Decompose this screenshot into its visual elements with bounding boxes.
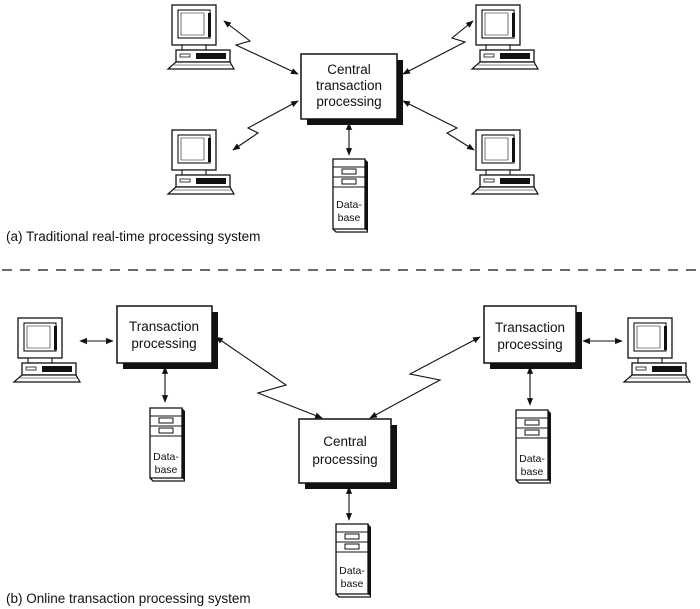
right-box-line1: Transaction [495, 320, 565, 335]
central-database-line1: Data- [339, 565, 365, 577]
central-processing-box: Central processing [298, 418, 397, 489]
computer-terminal-icon [167, 4, 235, 70]
link-top-left [223, 20, 299, 75]
left-box-line2: processing [131, 336, 196, 351]
central-transaction-processing-box: Central transaction processing [300, 53, 403, 125]
left-transaction-processing-box: Transaction processing [116, 305, 218, 369]
caption-b: (b) Online transaction processing system [6, 591, 251, 606]
database-icon: Data- base [515, 409, 552, 484]
database-icon: Data- base [335, 523, 372, 598]
database-icon: Data- base [332, 158, 369, 233]
right-database-line1: Data- [519, 453, 545, 465]
central-database-line2: base [341, 578, 364, 590]
computer-terminal-icon [471, 4, 539, 70]
computer-terminal-icon [471, 129, 539, 195]
central-box-line2: transaction [316, 78, 382, 93]
computer-terminal-icon [13, 317, 81, 383]
computer-terminal-icon [623, 317, 691, 383]
central-box-line3: processing [316, 94, 381, 109]
right-box-line2: processing [497, 337, 562, 352]
database-label-line1: Data- [336, 199, 362, 211]
link-left-to-central [215, 336, 323, 419]
central-box-line1: Central [327, 62, 371, 77]
right-database-line2: base [521, 466, 544, 478]
database-icon: Data- base [149, 407, 186, 482]
caption-a: (a) Traditional real-time processing sys… [6, 229, 260, 244]
computer-terminal-icon [167, 129, 235, 195]
left-database-line2: base [155, 464, 178, 476]
link-right-to-central [369, 336, 481, 419]
left-database-line1: Data- [153, 451, 179, 463]
central-box-line2: processing [312, 452, 377, 467]
link-top-right [402, 20, 474, 75]
right-transaction-processing-box: Transaction processing [483, 305, 582, 369]
central-box-line1: Central [323, 434, 367, 449]
part-a: Central transaction processing Data- bas… [6, 4, 539, 244]
left-box-line1: Transaction [129, 319, 199, 334]
link-bottom-left [232, 100, 299, 151]
link-bottom-right [402, 100, 475, 151]
database-label-line2: base [338, 212, 361, 224]
part-b: Transaction processing Transaction proce… [6, 305, 691, 606]
